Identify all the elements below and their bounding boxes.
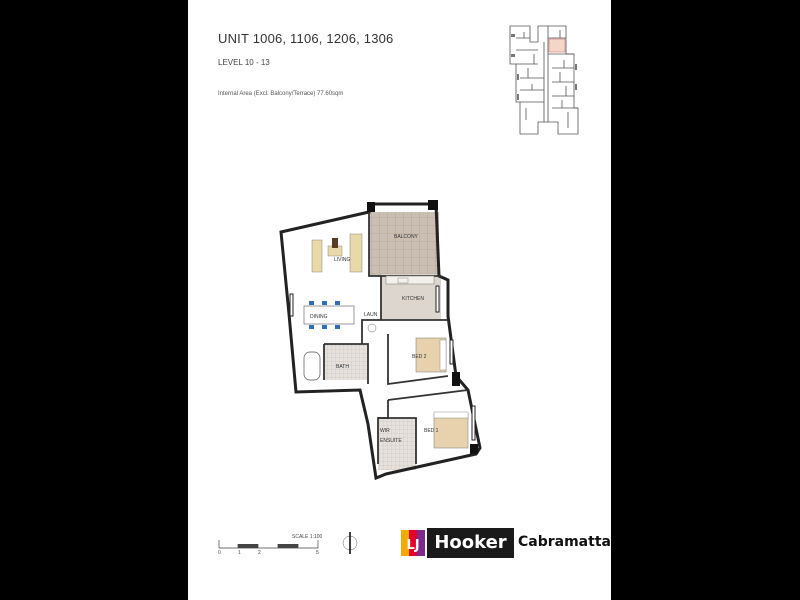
scale-label: SCALE 1:100 bbox=[292, 534, 323, 540]
room-label-bed1: BED 1 bbox=[424, 428, 439, 434]
room-label-living: LIVING bbox=[334, 257, 351, 263]
unit-title: UNIT 1006, 1106, 1206, 1306 bbox=[218, 31, 394, 46]
room-label-bath: BATH bbox=[336, 364, 349, 370]
floor-plan-drawing: LIVING BALCONY DINING KITCHEN LAUN BATH … bbox=[279, 200, 482, 481]
internal-area-label: Internal Area (Excl. Balcony/Terrace) 77… bbox=[218, 91, 344, 97]
room-label-balcony: BALCONY bbox=[394, 234, 419, 240]
north-arrow-icon bbox=[342, 532, 358, 554]
room-label-kitchen: KITCHEN bbox=[402, 296, 424, 302]
key-plan-highlight bbox=[548, 38, 566, 53]
scale-tick-2: 2 bbox=[258, 550, 261, 556]
lj-logo-icon: LJ bbox=[401, 530, 425, 556]
bathtub bbox=[303, 351, 321, 381]
bed-2 bbox=[415, 337, 447, 373]
lj-hooker-logo: LJ Hooker Cabramatta bbox=[401, 528, 611, 558]
room-label-dining: DINING bbox=[310, 314, 328, 320]
living-furniture bbox=[311, 233, 363, 273]
room-label-bed2: BED 2 bbox=[412, 354, 427, 360]
balcony-floor bbox=[369, 212, 439, 276]
brand-name: Hooker bbox=[427, 528, 514, 558]
ensuite-floor bbox=[378, 418, 416, 470]
scale-bar bbox=[218, 540, 319, 549]
scale-tick-0: 0 bbox=[218, 550, 221, 556]
room-label-laundry: LAUN bbox=[364, 312, 378, 318]
laundry-fixtures bbox=[367, 323, 377, 333]
level-label: LEVEL 10 - 13 bbox=[218, 58, 270, 67]
svg-text:LJ: LJ bbox=[406, 538, 419, 553]
bath-floor bbox=[324, 344, 368, 380]
windows bbox=[289, 285, 476, 441]
office-name: Cabramatta bbox=[518, 534, 611, 550]
bed-1 bbox=[433, 411, 469, 449]
key-plan bbox=[509, 25, 579, 135]
room-label-wir: WIR bbox=[380, 428, 390, 434]
kitchen-bench bbox=[385, 275, 435, 285]
room-label-ensuite: ENSUITE bbox=[380, 438, 402, 444]
scale-tick-5: 5 bbox=[316, 550, 319, 556]
floor-plan-sheet: UNIT 1006, 1106, 1206, 1306 LEVEL 10 - 1… bbox=[188, 0, 611, 600]
scale-tick-1: 1 bbox=[238, 550, 241, 556]
dining-table bbox=[303, 301, 355, 329]
structural-columns bbox=[367, 200, 478, 454]
